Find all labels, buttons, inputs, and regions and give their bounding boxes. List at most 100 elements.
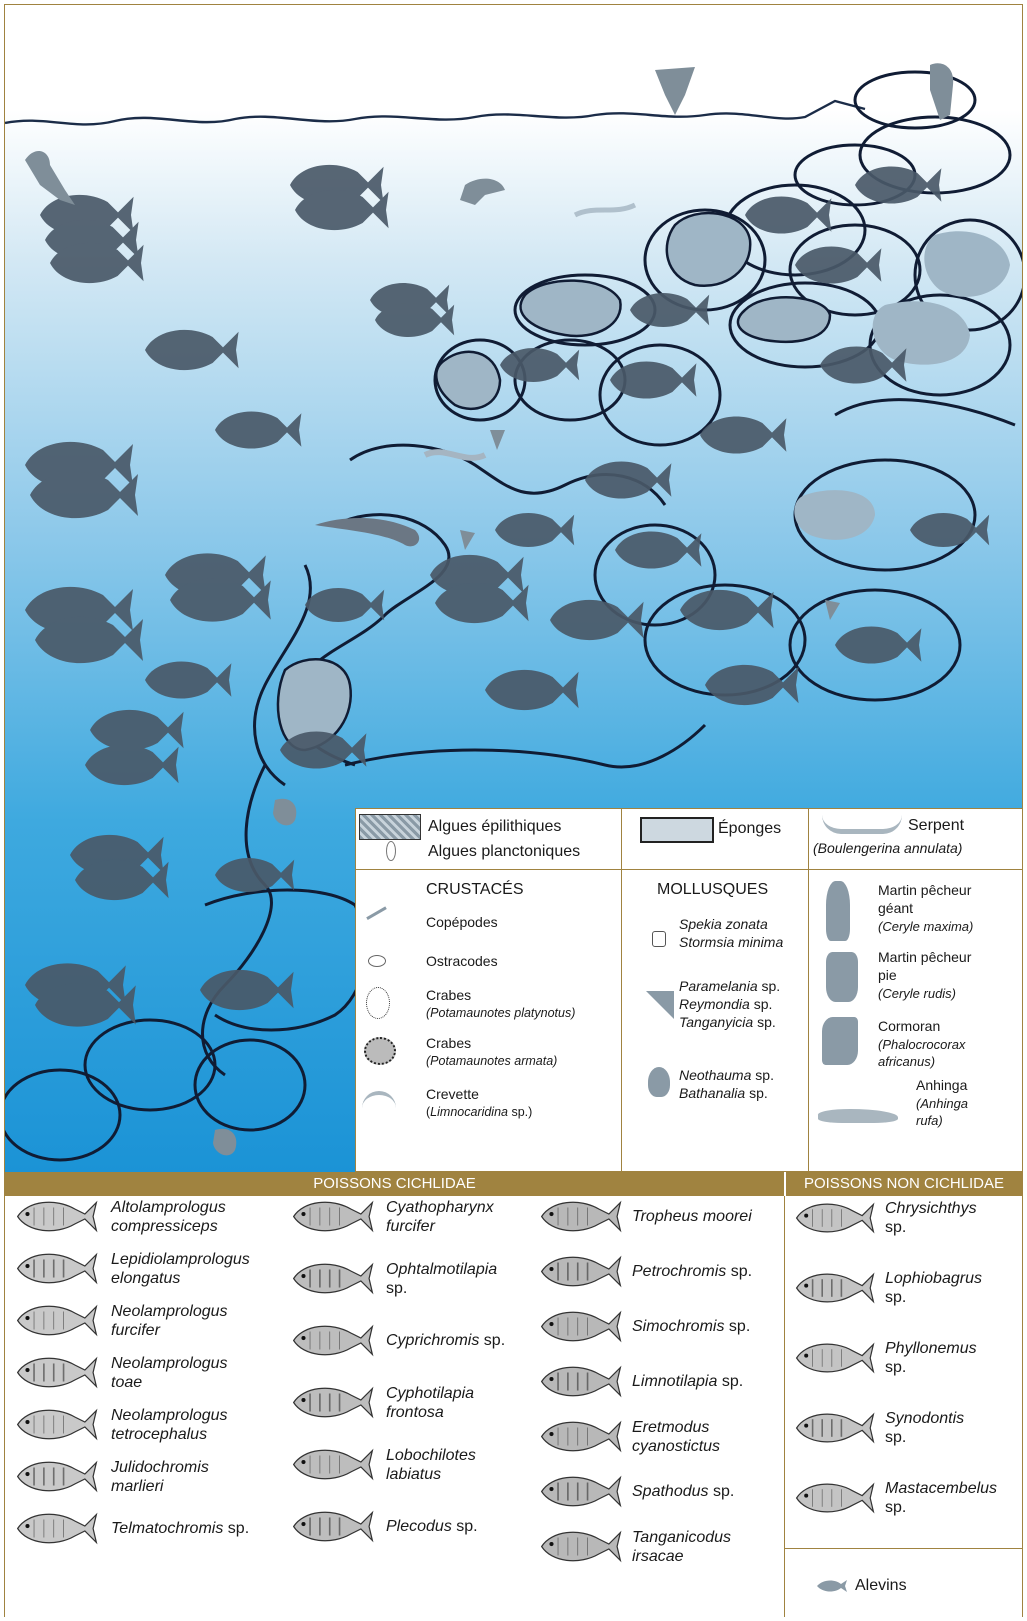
species-suffix: sp. <box>452 1518 478 1535</box>
legend-crabs1-sci: (Potamaunotes platynotus) <box>426 1006 575 1020</box>
alevins-label: Alevins <box>855 1576 907 1595</box>
legend-crabs1: Crabes <box>426 987 471 1004</box>
species-suffix: sp. <box>724 1318 750 1335</box>
species-genus: Chrysichthys <box>885 1200 977 1217</box>
molluscs-title: MOLLUSQUES <box>657 881 768 898</box>
fish-illustration-icon <box>288 1506 378 1547</box>
crab1-icon <box>366 987 390 1019</box>
legend-sponges: Éponges <box>718 820 781 837</box>
fish-illustration-icon <box>288 1382 378 1423</box>
species-suffix: sp. <box>709 1483 735 1500</box>
fish-illustration-icon <box>288 1444 378 1485</box>
legend-mollusc1b: Stormsia minima <box>679 934 783 950</box>
species-genus: Simochromis <box>632 1318 724 1335</box>
fish-illustration-icon <box>536 1361 626 1402</box>
legend-bird4b: (Anhinga <box>916 1096 968 1111</box>
species-item: Lophiobagrus sp. <box>791 1268 982 1308</box>
species-label: Tropheus moorei <box>632 1207 752 1226</box>
legend-bird1b: géant <box>878 900 913 917</box>
legend-copepods: Copépodes <box>426 914 498 931</box>
legend-ostracods: Ostracodes <box>426 953 498 970</box>
fish-illustration-icon <box>11 1300 103 1341</box>
legend-mollusc2a: Paramelania sp. <box>679 978 780 995</box>
species-epithet: sp. <box>885 1289 906 1306</box>
species-item: Phyllonemussp. <box>791 1338 977 1378</box>
epilithic-algae-swatch <box>359 814 421 840</box>
species-label: Eretmoduscyanostictus <box>632 1418 720 1456</box>
species-epithet: cyanostictus <box>632 1438 720 1455</box>
species-label: Plecodus sp. <box>386 1517 478 1536</box>
species-label: Cyathopharynxfurcifer <box>386 1198 494 1236</box>
cichlidae-band: POISSONS CICHLIDAE <box>5 1172 784 1196</box>
legend-bird2c: (Ceryle rudis) <box>878 986 956 1001</box>
snail3-icon <box>648 1067 670 1097</box>
anhinga-icon <box>818 1109 898 1123</box>
species-genus: Julidochromis <box>111 1459 209 1476</box>
species-item: Petrochromis sp. <box>536 1251 752 1292</box>
species-genus: Ophtalmotilapia <box>386 1261 497 1278</box>
legend-divider-v2 <box>808 809 809 1171</box>
species-genus: Mastacembelus <box>885 1480 997 1497</box>
fish-illustration-icon <box>536 1471 626 1512</box>
sponge-swatch <box>640 817 714 843</box>
fish-illustration-icon <box>536 1196 626 1237</box>
fish-illustration-icon <box>11 1508 103 1549</box>
legend-bird3b: (Phalocrocorax <box>878 1037 965 1052</box>
species-item: Altolamprologus compressiceps <box>11 1196 226 1237</box>
species-label: Mastacembelus sp. <box>885 1479 997 1517</box>
species-genus: Cyphotilapia <box>386 1385 474 1402</box>
species-divider-v <box>784 1196 785 1617</box>
species-item: Tropheus moorei <box>536 1196 752 1237</box>
fish-illustration-icon <box>11 1196 103 1237</box>
species-genus: Petrochromis <box>632 1263 726 1280</box>
species-genus: Neolamprologus <box>111 1407 228 1424</box>
fish-illustration-icon <box>11 1248 103 1289</box>
legend-epilithic-algae: Algues épilithiques <box>428 818 561 835</box>
ostracod-icon <box>368 955 386 967</box>
legend-divider-v1 <box>621 809 622 1171</box>
fish-illustration-icon <box>11 1404 103 1445</box>
legend-plankton-algae: Algues planctoniques <box>428 843 580 860</box>
species-epithet: compressiceps <box>111 1218 218 1235</box>
species-label: Neolamprologustoae <box>111 1354 228 1392</box>
species-genus: Tanganicodus <box>632 1529 731 1546</box>
pied-kingfisher-icon <box>826 952 858 1002</box>
species-genus: Phyllonemus <box>885 1340 977 1357</box>
snail1-icon <box>652 931 666 947</box>
fish-illustration-icon <box>11 1456 103 1497</box>
legend-snake-sci: (Boulengerina annulata) <box>813 840 962 856</box>
fish-illustration-icon <box>288 1258 378 1299</box>
fish-illustration-icon <box>288 1196 378 1237</box>
legend-mollusc3b: Bathanalia sp. <box>679 1085 768 1102</box>
legend-mollusc2b: Reymondia sp. <box>679 996 772 1013</box>
species-genus: Lophiobagrus <box>885 1270 982 1287</box>
species-label: Spathodus sp. <box>632 1482 734 1501</box>
species-epithet: sp. <box>885 1499 906 1516</box>
legend-crabs2: Crabes <box>426 1035 471 1052</box>
species-suffix: sp. <box>223 1520 249 1537</box>
fish-illustration-icon <box>791 1268 879 1308</box>
giant-kingfisher-icon <box>826 881 850 941</box>
cormorant-icon <box>822 1017 858 1065</box>
species-genus: Altolamprologus <box>111 1199 226 1216</box>
species-epithet: sp. <box>885 1429 906 1446</box>
fry-icon <box>817 1579 847 1593</box>
species-epithet: sp. <box>885 1219 906 1236</box>
species-item: Cyprichromis sp. <box>288 1320 505 1361</box>
fish-illustration-icon <box>791 1408 879 1448</box>
legend-mollusc3a: Neothauma sp. <box>679 1067 774 1084</box>
species-label: Altolamprologus compressiceps <box>111 1198 226 1236</box>
species-item: Simochromis sp. <box>536 1306 750 1347</box>
fish-illustration-icon <box>11 1352 103 1393</box>
species-item: Mastacembelus sp. <box>791 1478 997 1518</box>
legend-bird4c: rufa) <box>916 1113 943 1128</box>
fish-illustration-icon <box>536 1306 626 1347</box>
species-item: Chrysichthys sp. <box>791 1198 977 1238</box>
